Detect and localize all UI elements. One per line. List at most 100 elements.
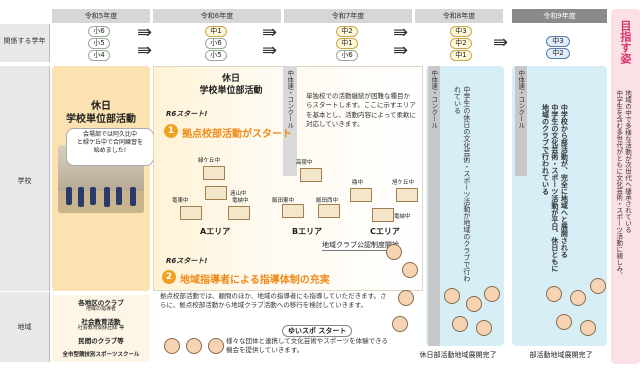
grade-pill: 小6 xyxy=(336,50,358,61)
person-icon xyxy=(546,286,562,302)
hub-description: 単独校での活動継続が困難な種目からスタートします。ここに示すエリアを基本とし、活… xyxy=(306,92,416,129)
school-icon xyxy=(300,168,322,182)
grade-pill: 中3 xyxy=(450,26,472,37)
person-icon xyxy=(186,338,202,354)
grade-pill: 中2 xyxy=(546,48,570,59)
person-icon xyxy=(444,288,460,304)
region-list-panel xyxy=(52,295,150,362)
r9-continuing-strip xyxy=(515,66,527,176)
arrow-right-icon: ⇛ xyxy=(137,40,152,61)
grade-pill: 中1 xyxy=(336,38,358,49)
school-label: 緑ケ丘中 xyxy=(198,158,221,164)
person-icon xyxy=(570,290,586,306)
grade-pill: 小6 xyxy=(205,38,227,49)
person-icon xyxy=(392,316,408,332)
school-label: 竜東中 xyxy=(172,198,189,204)
step-2-badge: 2 xyxy=(162,270,176,284)
r8-goal-text: 中学生の休日の文化芸術・スポーツ活動が地域のクラブで行われている xyxy=(453,86,471,282)
person-icon xyxy=(466,296,482,312)
year-header-r7: 令和7年度 xyxy=(284,9,412,23)
grade-pill: 小4 xyxy=(88,50,110,61)
person-icon xyxy=(164,338,180,354)
school-label: 鼎中 xyxy=(352,180,364,186)
school-icon xyxy=(372,208,394,222)
hub-title: 拠点校部活動がスタート xyxy=(182,129,292,140)
r6-school-title: 休日 学校単位部活動 xyxy=(199,74,263,96)
person-icon xyxy=(484,286,500,302)
r8-continuing-label: 中体連・コンクール xyxy=(429,70,438,129)
person-icon xyxy=(452,316,468,332)
person-icon xyxy=(208,338,224,354)
row-label-grade: 関係する学年 xyxy=(0,24,50,62)
grade-pill: 小5 xyxy=(88,38,110,49)
goal-description: 地域の中で多様な活動が次世代へ継承されている 中学生を含む多世代がともに文化芸術… xyxy=(614,90,632,279)
school-label: 飯田西中 xyxy=(316,198,339,204)
grade-pill: 中2 xyxy=(450,38,472,49)
school-icon xyxy=(282,204,304,218)
school-label: 高陵中 xyxy=(296,160,313,166)
person-icon xyxy=(386,244,402,260)
row-label-school: 学校 xyxy=(0,66,50,291)
region-item: 社会教育活動 xyxy=(81,318,121,326)
grade-pill: 中3 xyxy=(546,36,570,47)
grade-pill: 中2 xyxy=(336,26,358,37)
yuisupo-description: 様々な団体と連携して文化芸術やスポーツを体験できる機会を提供していきます。 xyxy=(226,337,389,355)
row-label-region: 地域 xyxy=(0,292,50,362)
arrow-right-icon: ⇛ xyxy=(393,40,408,61)
r9-completion-label: 部活動地域展開完了 xyxy=(518,350,604,360)
region-item: 各地区のクラブ xyxy=(78,299,124,307)
r6-start-label-2: R6スタート! xyxy=(166,257,208,265)
person-icon xyxy=(398,290,414,306)
school-icon xyxy=(318,204,340,218)
school-icon xyxy=(228,206,250,220)
goal-title: 目指す姿 xyxy=(618,20,632,64)
year-header-r5: 令和5年度 xyxy=(52,9,150,23)
year-header-r8: 令和8年度 xyxy=(415,9,503,23)
school-label: 旭ケ丘中 xyxy=(392,180,415,186)
region-item-sub: 社会教育関係団体 等 xyxy=(77,325,125,331)
r8-continuing-strip xyxy=(428,66,440,346)
area-label: Bエリア xyxy=(292,227,323,236)
school-label: 飯田東中 xyxy=(272,198,295,204)
person-icon xyxy=(402,262,418,278)
r7-continuing-strip xyxy=(283,66,297,176)
r9-goal-text: 中学校から部活動が、完全に地域へと展開される 中学生の文化芸術・スポーツ活動が平… xyxy=(541,104,569,272)
school-icon xyxy=(205,186,227,200)
school-label: 竜峡中 xyxy=(232,198,249,204)
person-icon xyxy=(590,278,606,294)
school-icon xyxy=(350,188,372,202)
school-icon xyxy=(180,206,202,220)
r6-start-label: R6スタート! xyxy=(166,110,208,118)
r9-continuing-label: 中体連・コンクール xyxy=(516,70,525,129)
arrow-right-icon: ⇛ xyxy=(493,32,508,53)
goal-panel xyxy=(611,9,640,364)
year-header-r9: 令和9年度 xyxy=(512,9,607,23)
r7-continuing-label: 中体連・コンクール xyxy=(285,70,294,129)
leader-title: 地域指導者による指導体制の充実 xyxy=(180,275,330,286)
year-header-r6: 令和6年度 xyxy=(153,9,281,23)
area-label: Aエリア xyxy=(200,227,231,236)
photo-caption-bubble: 会場部では阿久比中 と緑ケ丘中で合同練習を 始めました! xyxy=(66,128,154,166)
step-1-badge: 1 xyxy=(164,124,178,138)
region-item: 民間のクラブ等 xyxy=(78,337,124,345)
region-item-sub: 地域の指導者 xyxy=(85,306,116,312)
person-icon xyxy=(476,320,492,336)
school-label: 遠山中 xyxy=(230,191,247,197)
school-icon xyxy=(203,166,225,180)
yuisupo-label: ゆいスポ スタート xyxy=(282,325,353,337)
grade-pill: 小6 xyxy=(88,26,110,37)
region-item: 全市型競技別スポーツスクール xyxy=(62,352,140,358)
r5-school-title: 休日 学校単位部活動 xyxy=(66,101,136,125)
grade-pill: 中1 xyxy=(450,50,472,61)
leader-description: 拠点校部活動では、顧問のほか、地域の指導者にも指導していただきます。さらに、拠点… xyxy=(160,292,387,310)
grade-pill: 小5 xyxy=(205,50,227,61)
person-icon xyxy=(580,320,596,336)
school-icon xyxy=(396,188,418,202)
club-certification-label: 地域クラブ公認制度開始 xyxy=(322,240,399,251)
person-icon xyxy=(556,314,572,330)
arrow-right-icon: ⇛ xyxy=(262,40,277,61)
school-label: 竜峡中 xyxy=(394,214,411,220)
r8-completion-label: 休日部活動地域展開完了 xyxy=(406,350,510,360)
grade-pill: 中1 xyxy=(205,26,227,37)
area-label: Cエリア xyxy=(370,227,400,236)
